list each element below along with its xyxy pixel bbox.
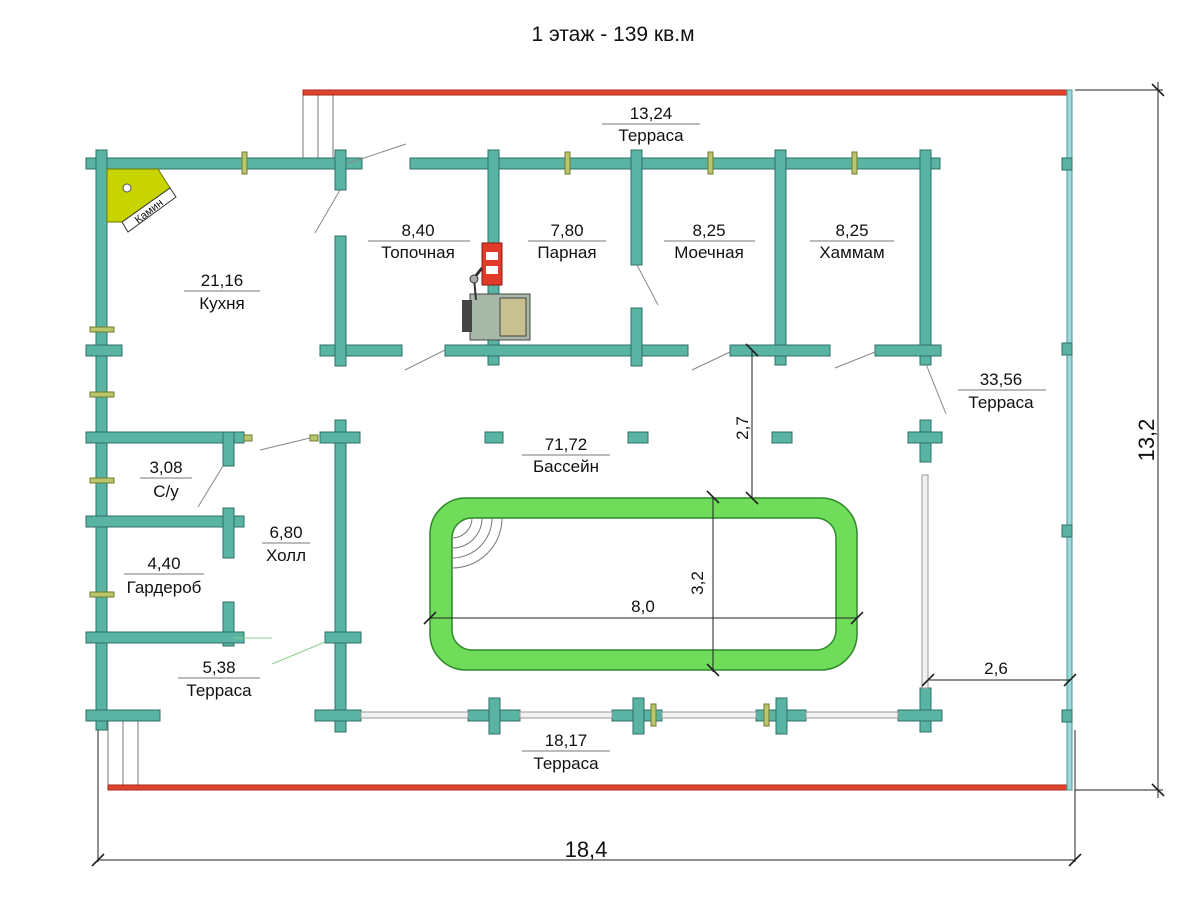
room-area: 71,72 — [545, 435, 588, 454]
room-area: 33,56 — [980, 370, 1023, 389]
pool — [429, 497, 858, 671]
room-area: 4,40 — [147, 554, 180, 573]
room-area: 21,16 — [201, 271, 244, 290]
room-name: С/у — [153, 482, 179, 501]
fireplace: Камин — [106, 168, 177, 233]
room-terrace-right: 33,56 Терраса — [958, 370, 1046, 412]
pool-gap-label: 2,7 — [733, 416, 752, 440]
room-pool: 71,72 Бассейн — [522, 435, 610, 476]
room-name: Парная — [537, 243, 596, 262]
room-terrace-left: 5,38 Терраса — [178, 658, 260, 700]
pool-width-label: 3,2 — [688, 571, 707, 595]
room-name: Кухня — [199, 294, 245, 313]
room-name: Моечная — [674, 243, 744, 262]
room-area: 8,25 — [835, 221, 868, 240]
room-area: 6,80 — [269, 523, 302, 542]
room-area: 18,17 — [545, 731, 588, 750]
stove — [462, 242, 531, 341]
room-area: 8,25 — [692, 221, 725, 240]
total-height-label: 13,2 — [1134, 419, 1159, 462]
walls — [85, 149, 943, 735]
room-terrace-bottom: 18,17 Терраса — [522, 731, 610, 773]
room-parnaya: 7,80 Парная — [528, 221, 606, 262]
terrace-edge-top — [302, 89, 1072, 96]
room-hall: 6,80 Холл — [262, 523, 310, 565]
room-area: 8,40 — [401, 221, 434, 240]
room-name: Холл — [266, 546, 306, 565]
room-area: 13,24 — [630, 104, 673, 123]
room-name: Терраса — [968, 393, 1034, 412]
room-topochnaya: 8,40 Топочная — [368, 221, 470, 262]
plan-title: 1 этаж - 139 кв.м — [531, 23, 694, 46]
room-name: Топочная — [381, 243, 455, 262]
terrace-edge-bottom — [107, 784, 1073, 791]
room-name: Бассейн — [533, 457, 599, 476]
room-wc: 3,08 С/у — [140, 458, 192, 501]
room-name: Гардероб — [127, 578, 202, 597]
pool-length-label: 8,0 — [631, 597, 655, 616]
room-area: 5,38 — [202, 658, 235, 677]
terrace-depth-label: 2,6 — [984, 659, 1008, 678]
room-kitchen: 21,16 Кухня — [184, 271, 260, 313]
room-terrace-top: 13,24 Терраса — [602, 104, 700, 145]
room-area: 7,80 — [550, 221, 583, 240]
room-name: Хаммам — [819, 243, 884, 262]
total-width-label: 18,4 — [565, 837, 608, 862]
room-area: 3,08 — [149, 458, 182, 477]
room-hammam: 8,25 Хаммам — [810, 221, 894, 262]
room-wardrobe: 4,40 Гардероб — [124, 554, 204, 597]
room-moechnaya: 8,25 Моечная — [664, 221, 755, 262]
room-name: Терраса — [618, 126, 684, 145]
room-name: Терраса — [186, 681, 252, 700]
room-name: Терраса — [533, 754, 599, 773]
terrace-edge-right — [1066, 89, 1073, 791]
